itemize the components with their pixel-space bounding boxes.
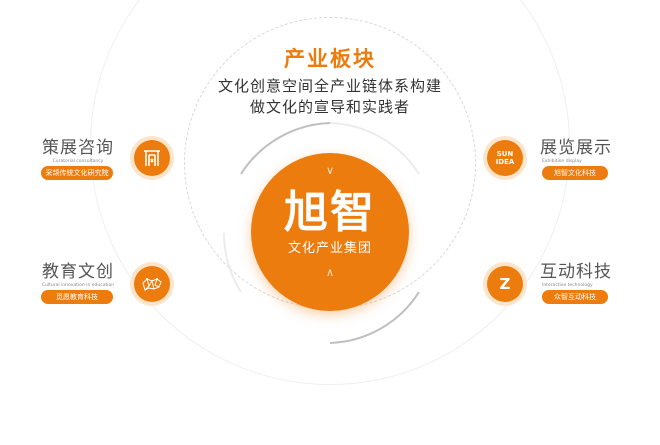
description-line-2: 做文化的宣导和实践者 <box>249 98 410 116</box>
module-tag: 众智互动科技 <box>542 290 608 304</box>
z-logo-icon: Z <box>487 266 523 302</box>
brand-logo-text: 旭智 <box>284 187 376 238</box>
logo-letter: Z <box>499 275 511 293</box>
logo-line-2: IDEA <box>495 158 515 166</box>
chevron-down-icon: ∨ <box>325 164 335 177</box>
sun-idea-logo-icon: SUN IDEA <box>487 140 523 176</box>
gate-icon <box>134 140 170 176</box>
module-en-subtitle: Curatorial consultancy <box>52 159 104 164</box>
module-en-subtitle: Interactive technology <box>542 283 593 288</box>
page-title: 产业板块 <box>284 47 376 71</box>
module-tag: 觅愿教育科技 <box>41 290 113 304</box>
logo-line-1: SUN <box>496 150 514 158</box>
chevron-up-icon: ∧ <box>325 266 335 279</box>
module-en-subtitle: Cultural innovation in education <box>41 283 115 288</box>
module-title: 展览展示 <box>540 138 612 158</box>
module-title: 教育文创 <box>42 262 114 282</box>
gray-arc-ring <box>222 122 420 344</box>
module-tag: 采颉传统文化研究院 <box>41 166 113 180</box>
group-name: 文化产业集团 <box>287 241 372 256</box>
module-tag: 旭智文化科技 <box>542 166 608 180</box>
module-en-subtitle: Exhibition display <box>542 159 582 164</box>
module-title: 策展咨询 <box>42 138 114 158</box>
deer-icon <box>134 266 170 302</box>
core-circle: ∨ 旭智 文化产业集团 ∧ <box>251 153 409 311</box>
module-title: 互动科技 <box>540 262 612 282</box>
description-line-1: 文化创意空间全产业链体系构建 <box>217 77 442 95</box>
